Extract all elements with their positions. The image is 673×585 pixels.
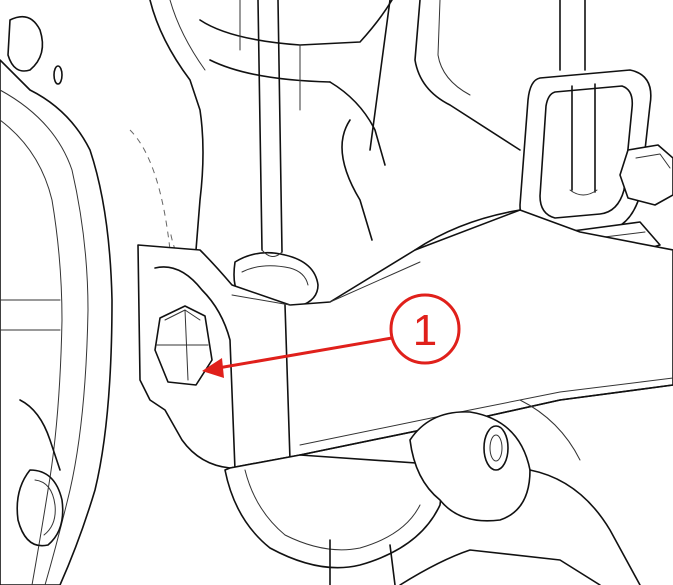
callout-number: 1 xyxy=(413,306,437,355)
vertical-rod xyxy=(233,0,319,307)
hex-bolt-target xyxy=(154,305,213,386)
lower-roller xyxy=(224,399,641,585)
leader-arrow-icon xyxy=(202,358,224,378)
leader-arrow xyxy=(217,336,393,370)
callout-group: 1 xyxy=(202,293,461,378)
wheel-assembly xyxy=(0,15,113,585)
right-nut-upper xyxy=(619,144,673,206)
upper-housing xyxy=(129,0,521,301)
callout-circle-icon xyxy=(389,293,461,365)
